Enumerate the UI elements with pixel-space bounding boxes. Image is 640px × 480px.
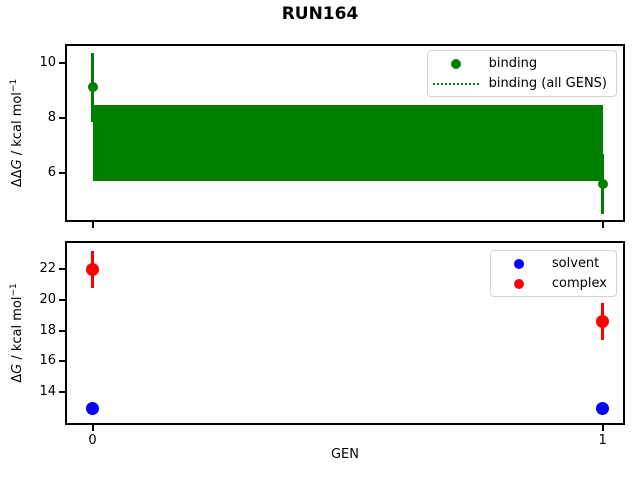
solvent-legend-marker-icon <box>513 258 524 269</box>
legend: binding binding (all GENS) <box>426 50 617 97</box>
y-tick-label: 20 <box>39 291 56 307</box>
binding (all GENS)-legend-marker-icon <box>432 82 479 85</box>
y-tick-mark <box>59 172 65 175</box>
complex-point <box>596 314 610 328</box>
ylabel-unit: / kcal mol <box>10 92 26 160</box>
legend-item: solvent <box>494 255 607 272</box>
ylabel-symbol: G <box>10 363 26 374</box>
legend-marker-cell <box>431 58 481 69</box>
figure-title: RUN164 <box>281 4 359 24</box>
y-tick-mark <box>59 298 65 301</box>
solvent-point <box>596 401 610 415</box>
y-tick-mark <box>59 360 65 363</box>
ylabel-unit: / kcal mol <box>10 296 26 364</box>
y-tick-mark <box>59 268 65 271</box>
y-tick-label: 10 <box>39 54 56 70</box>
y-tick-label: 8 <box>47 109 56 125</box>
ylabel-exponent: −1 <box>8 78 19 93</box>
complex-legend-marker-icon <box>513 278 524 289</box>
x-tick-mark <box>601 222 604 228</box>
legend-item: binding (all GENS) <box>431 75 607 92</box>
y-tick-label: 22 <box>39 261 56 277</box>
complex-point <box>86 262 99 276</box>
legend-marker-cell <box>431 82 481 85</box>
x-tick-label: 0 <box>88 433 97 448</box>
legend-label: solvent <box>551 256 600 271</box>
x-tick-mark <box>91 425 94 431</box>
legend-item: complex <box>494 275 607 292</box>
legend-label: binding <box>488 56 538 71</box>
uncertainty-band <box>92 105 603 182</box>
y-tick-mark <box>59 391 65 394</box>
y-tick-label: 16 <box>39 353 56 369</box>
x-tick-mark <box>91 222 94 228</box>
y-tick-mark <box>59 61 65 64</box>
x-tick-mark <box>601 425 604 431</box>
ddg-plot-area: 6 8 10 binding binding (all GENS) <box>39 44 625 228</box>
x-axis-label: GEN <box>330 447 359 462</box>
ylabel-symbol: G <box>10 159 26 170</box>
y-tick-mark <box>59 329 65 332</box>
binding-point <box>597 179 608 190</box>
ylabel-delta: Δ <box>10 373 26 383</box>
ylabel-exponent: −1 <box>8 283 19 297</box>
y-tick-mark <box>59 116 65 119</box>
y-tick-label: 14 <box>39 384 56 400</box>
solvent-point <box>86 401 99 415</box>
dg-y-axis-label: ΔG / kcal mol−1 <box>9 283 25 383</box>
legend-item: binding <box>431 55 607 72</box>
dg-plot-area: 14 16 18 20 22 0 1 solvent complex <box>39 241 625 448</box>
legend-marker-cell <box>494 258 544 269</box>
y-tick-label: 18 <box>39 322 56 338</box>
y-tick-label: 6 <box>47 165 56 181</box>
binding-point <box>87 82 98 93</box>
binding-legend-marker-icon <box>450 58 461 69</box>
ddg-y-axis-label: ΔΔG / kcal mol−1 <box>9 79 25 187</box>
legend-label: complex <box>551 276 607 291</box>
legend: solvent complex <box>489 250 617 297</box>
legend-label: binding (all GENS) <box>488 76 607 91</box>
legend-marker-cell <box>494 278 544 289</box>
ylabel-delta: ΔΔ <box>10 169 26 188</box>
x-tick-label: 1 <box>598 433 607 448</box>
